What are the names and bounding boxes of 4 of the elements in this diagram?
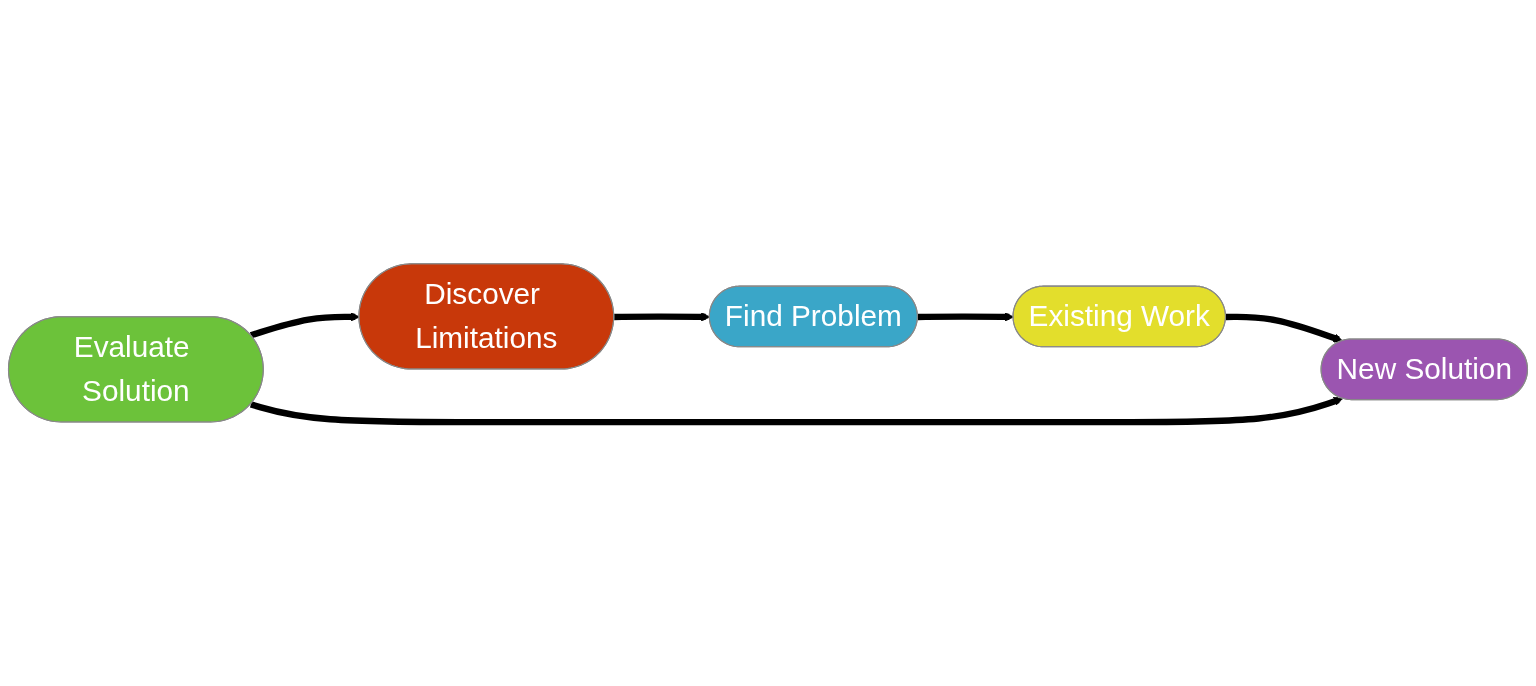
arrow: [917, 312, 1014, 322]
arrow: [249, 312, 360, 339]
arrow: [249, 396, 1343, 426]
arrow: [1225, 313, 1343, 343]
